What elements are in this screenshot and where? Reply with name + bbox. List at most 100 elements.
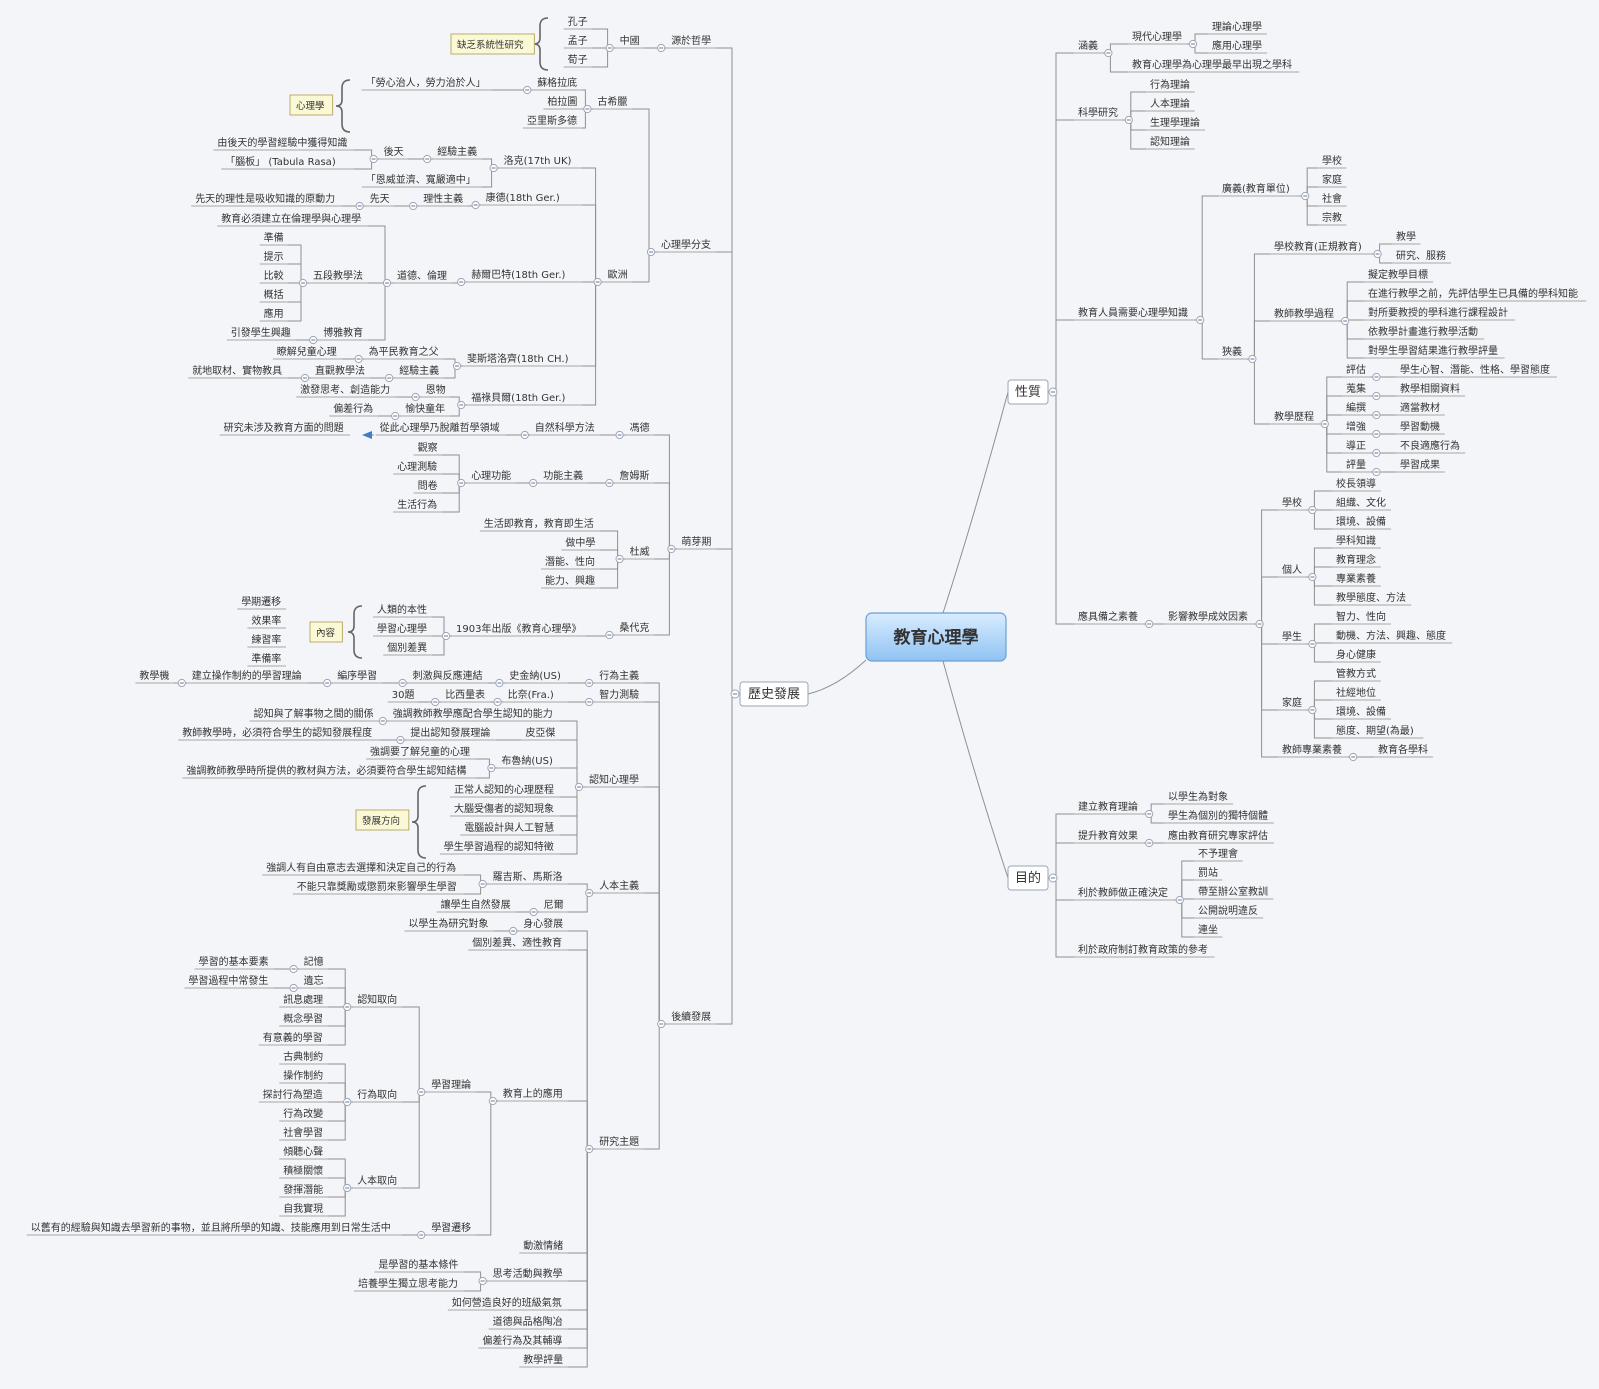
topic-nature-narrow[interactable]: 狹義 xyxy=(1218,345,1257,364)
collapse-toggle-icon[interactable] xyxy=(730,689,740,699)
topic-history-later-directions-0[interactable]: 正常人認知的心理歷程 xyxy=(450,783,560,798)
topic-history-later-cog-items-2[interactable]: 有意義的學習 xyxy=(258,1031,328,1046)
collapse-toggle-icon[interactable] xyxy=(583,104,592,114)
topic-nature-school-items-1[interactable]: 組織、文化 xyxy=(1332,496,1391,511)
topic-nature-family-items-2[interactable]: 環境、設備 xyxy=(1332,705,1391,720)
topic-history-budding-mental-items-3[interactable]: 生活行為 xyxy=(393,498,442,513)
collapse-toggle-icon[interactable] xyxy=(1175,895,1184,905)
topic-nature-course-items-2-k[interactable]: 編撰 xyxy=(1342,401,1381,420)
topic-purpose-theory[interactable]: 建立教育理論 xyxy=(1074,800,1154,819)
topic-history-later-transfer[interactable]: 學習遷移 xyxy=(417,1221,476,1240)
topic-purpose-theory-items-0[interactable]: 以學生為對象 xyxy=(1164,790,1234,805)
collapse-toggle-icon[interactable] xyxy=(478,1276,487,1286)
topic-nature-science-items-1[interactable]: 人本理論 xyxy=(1146,97,1195,112)
topic-nature-school-edu-items-0[interactable]: 教學 xyxy=(1392,230,1421,245)
topic-history-later-beh-items-0[interactable]: 古典制約 xyxy=(279,1050,328,1065)
collapse-toggle-icon[interactable] xyxy=(1308,505,1317,515)
collapse-toggle-icon[interactable] xyxy=(585,1144,594,1154)
topic-history-later-beh-orientation[interactable]: 行為取向 xyxy=(343,1088,402,1107)
collapse-toggle-icon[interactable] xyxy=(471,200,480,210)
topic-history-later-piaget-match[interactable]: 強調教師教學應配合學生認知的能力 xyxy=(378,707,560,726)
topic-history-branch-greece-socrates[interactable]: 蘇格拉底 xyxy=(523,76,582,95)
topic-history-later-forget-item[interactable]: 學習過程中常發生 xyxy=(184,974,274,989)
topic-history-branch-europe-froebel[interactable]: 福祿貝爾(18th Ger.) xyxy=(457,391,582,410)
collapse-toggle-icon[interactable] xyxy=(615,430,624,440)
topic-nature-course-items-2-v[interactable]: 適當教材 xyxy=(1396,401,1445,416)
topic-purpose-policy[interactable]: 利於政府制訂教育政策的參考 xyxy=(1074,943,1215,958)
topic-history-branch-europe-five-steps-items-1[interactable]: 提示 xyxy=(259,251,288,265)
topic-history-later-thinking-items-1[interactable]: 培養學生獨立思考能力 xyxy=(354,1277,464,1292)
topic-history-later-learning-theory[interactable]: 學習理論 xyxy=(417,1078,476,1097)
topic-nature-family-items-1[interactable]: 社經地位 xyxy=(1332,686,1381,701)
topic-history-branch-europe-commoner[interactable]: 為平民教育之父 xyxy=(354,345,444,364)
topic-history-branch-europe-herbart[interactable]: 赫爾巴特(18th Ger.) xyxy=(457,269,582,287)
collapse-toggle-icon[interactable] xyxy=(441,631,451,641)
topic-history-later-binet[interactable]: 比奈(Fra.) xyxy=(493,688,568,707)
topic-history-later-piaget-stage-item[interactable]: 教師教學時，必須符合學生的認知發展程度 xyxy=(178,726,380,741)
topic-history-later-application[interactable]: 教育上的應用 xyxy=(488,1087,568,1106)
collapse-toggle-icon[interactable] xyxy=(309,335,318,345)
collapse-toggle-icon[interactable] xyxy=(487,763,496,773)
collapse-toggle-icon[interactable] xyxy=(489,163,498,173)
collapse-toggle-icon[interactable] xyxy=(298,278,308,288)
collapse-toggle-icon[interactable] xyxy=(646,247,656,257)
topic-history-branch-label[interactable]: 心理學分支 xyxy=(646,238,716,257)
topic-history-later-motivation[interactable]: 動激情緒 xyxy=(519,1239,568,1254)
topic-history-later-directions-2[interactable]: 電腦設計與人工智慧 xyxy=(460,821,560,836)
collapse-toggle-icon[interactable] xyxy=(1301,191,1310,201)
topic-history-budding-dewey-items-0[interactable]: 生活即教育，教育即生活 xyxy=(479,517,600,532)
topic-history-later-mind-body-item[interactable]: 以學生為研究對象 xyxy=(404,917,494,932)
topic-history-later-individual[interactable]: 個別差異、適性教育 xyxy=(468,936,568,951)
main-topic-nature[interactable]: 性質 xyxy=(1007,379,1049,405)
collapse-toggle-icon[interactable] xyxy=(457,277,466,287)
topic-nature-personal-items-2[interactable]: 專業素養 xyxy=(1332,572,1381,587)
topic-nature-student-items-1[interactable]: 動機、方法、興趣、態度 xyxy=(1332,629,1453,644)
topic-history-later-skinner[interactable]: 史金納(US) xyxy=(495,669,568,688)
collapse-toggle-icon[interactable] xyxy=(1145,838,1154,848)
topic-history-budding-book-items-1[interactable]: 學習心理學 xyxy=(373,622,432,637)
topic-nature-teaching-process-items-0[interactable]: 擬定教學目標 xyxy=(1364,268,1434,283)
topic-history-branch-europe-five-steps-items-4[interactable]: 應用 xyxy=(259,307,288,322)
topic-history-budding-dewey-items-1[interactable]: 做中學 xyxy=(561,536,600,551)
topic-history-branch-europe-five-steps-items-3[interactable]: 概括 xyxy=(259,288,288,303)
collapse-toggle-icon[interactable] xyxy=(396,735,405,745)
topic-purpose-decision-items-4[interactable]: 連坐 xyxy=(1194,923,1223,938)
collapse-toggle-icon[interactable] xyxy=(369,154,378,164)
topic-history-later-label[interactable]: 後續發展 xyxy=(657,1010,716,1029)
topic-history-later-beh-items-1[interactable]: 操作制約 xyxy=(279,1069,328,1084)
topic-history-later-hum-items-2[interactable]: 發揮潛能 xyxy=(279,1183,328,1198)
topic-nature-science-items-2[interactable]: 生理學理論 xyxy=(1146,116,1205,131)
collapse-toggle-icon[interactable] xyxy=(409,201,418,211)
collapse-toggle-icon[interactable] xyxy=(1145,809,1154,819)
topic-history-later-hum-items-0[interactable]: 傾聽心聲 xyxy=(279,1145,328,1160)
topic-nature-modern-items-0[interactable]: 理論心理學 xyxy=(1208,20,1267,35)
topic-nature-science-items-3[interactable]: 認知理論 xyxy=(1146,135,1195,150)
topic-history-branch-europe-five-steps-items-0[interactable]: 準備 xyxy=(259,231,288,246)
topic-nature-school-edu-items-1[interactable]: 研究、服務 xyxy=(1392,249,1451,264)
topic-purpose-effect-item[interactable]: 應由教育研究專家評估 xyxy=(1164,829,1274,844)
topic-nature-meaning-item[interactable]: 教育心理學為心理學最早出現之學科 xyxy=(1128,58,1300,73)
topic-history-later-binet-scale[interactable]: 比西量表 xyxy=(431,688,490,707)
topic-nature-personal[interactable]: 個人 xyxy=(1278,563,1317,582)
topic-history-later-rogers[interactable]: 羅吉斯、馬斯洛 xyxy=(478,870,568,889)
topic-history-branch-europe-posteriori[interactable]: 後天 xyxy=(369,145,408,164)
topic-history-branch-europe-liberal[interactable]: 博雅教育 xyxy=(309,326,368,345)
topic-nature-student-items-2[interactable]: 身心健康 xyxy=(1332,648,1381,663)
collapse-toggle-icon[interactable] xyxy=(1104,48,1113,58)
main-topic-purpose[interactable]: 目的 xyxy=(1007,865,1049,891)
topic-history-branch-europe-intuitive-item[interactable]: 就地取材、實物教具 xyxy=(188,364,288,379)
topic-nature-course-items-1-k[interactable]: 蒐集 xyxy=(1342,382,1381,401)
collapse-toggle-icon[interactable] xyxy=(657,1019,666,1029)
topic-nature-quality[interactable]: 應具備之素養 xyxy=(1074,610,1154,629)
collapse-toggle-icon[interactable] xyxy=(391,411,400,421)
collapse-toggle-icon[interactable] xyxy=(343,1097,352,1107)
topic-history-later-others-2[interactable]: 偏差行為及其輔導 xyxy=(478,1334,568,1349)
collapse-toggle-icon[interactable] xyxy=(1341,316,1350,326)
topic-history-later-cognitive[interactable]: 認知心理學 xyxy=(574,773,644,792)
topic-history-branch-europe-happy-item[interactable]: 偏差行為 xyxy=(329,402,378,417)
topic-history-budding-science-item[interactable]: 從此心理學乃脫離哲學領域 xyxy=(375,421,506,436)
topic-history-budding-mental-items-1[interactable]: 心理測驗 xyxy=(393,460,442,475)
topic-history-budding-learning-items-2[interactable]: 練習率 xyxy=(247,633,286,648)
collapse-toggle-icon[interactable] xyxy=(1048,387,1058,397)
collapse-toggle-icon[interactable] xyxy=(488,1096,497,1106)
